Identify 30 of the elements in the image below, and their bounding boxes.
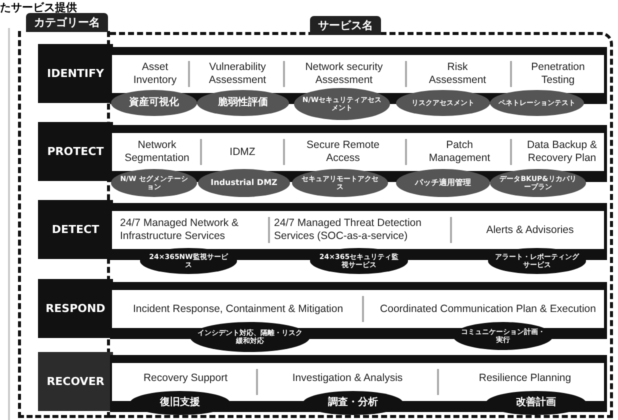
category-box: PROTECT (38, 122, 113, 181)
ellipse-label: 復旧支援 (130, 391, 230, 415)
category-box: RESPOND (38, 279, 113, 338)
ellipse-label: Industrial DMZ (198, 169, 290, 197)
ellipse-label: 改善計画 (486, 391, 586, 415)
service-name: Recovery Support (118, 365, 253, 391)
service-name: Risk Assessment (420, 55, 495, 93)
ellipse-label: パッチ適用管理 (396, 169, 490, 197)
ellipse-label: 脆弱性評価 (197, 90, 289, 116)
ellipse-label: 調査・分析 (303, 391, 403, 415)
service-name: Secure Remote Access (300, 133, 386, 171)
header-tab: サービス名 (310, 16, 381, 35)
service-name: IDMZ (205, 133, 280, 171)
service-name: Patch Management (422, 133, 497, 171)
header-tab: カテゴリー名 (26, 13, 108, 32)
service-name: Vulnerability Assessment (195, 55, 280, 93)
service-name: Data Backup & Recovery Plan (513, 133, 611, 171)
service-name: Asset Inventory (120, 55, 190, 93)
title: たサービス提供 (0, 0, 77, 15)
category-box: IDENTIFY (38, 44, 113, 103)
service-name: Alerts & Advisories (455, 211, 605, 249)
ellipse-label: 資産可視化 (111, 90, 197, 116)
service-name: Penetration Testing (518, 55, 598, 93)
service-name: Investigation & Analysis (260, 365, 435, 391)
category-box: RECOVER (38, 352, 113, 411)
service-name: 24/7 Managed Threat Detection Services (SOC-as-a-service) (274, 211, 446, 249)
service-name: 24/7 Managed Network & Infrastructure Services (120, 211, 266, 249)
service-name: Resilience Planning (440, 365, 610, 391)
service-name: Network Segmentation (118, 133, 196, 171)
category-box: DETECT (38, 200, 113, 259)
